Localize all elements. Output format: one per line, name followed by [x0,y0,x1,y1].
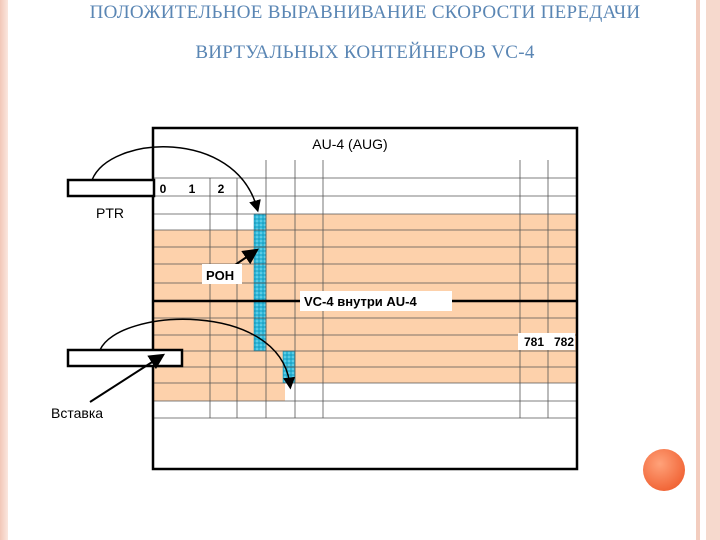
vc4-label-bg [300,291,452,311]
vc4-label: VC-4 внутри AU-4 [304,294,417,309]
ptr-box-lower [66,348,184,368]
au4-frame [151,126,579,471]
ptr-label: PTR [96,205,124,221]
slide-border-left [0,0,8,540]
slide-title-line2: ВИРТУАЛЬНЫХ КОНТЕЙНЕРОВ VC-4 [195,42,535,63]
au4-label: AU-4 (AUG) [312,136,387,152]
col-label-1: 1 [189,182,196,196]
poh-column [253,213,267,352]
frame-grid [153,160,577,419]
pointer-arrow-upper [91,146,261,213]
decorative-orange-circle [643,449,685,491]
ptr-box-upper [66,178,156,198]
insert-label: Вставка [51,405,103,421]
poh-label: POH [206,268,234,283]
slide-title-line1: ПОЛОЖИТЕЛЬНОЕ ВЫРАВНИВАНИЕ СКОРОСТИ ПЕРЕ… [89,2,641,23]
col-781-label: 781 [524,335,544,349]
pointer-arrow-lower [99,318,296,390]
insert-pointer-arrow [89,353,166,403]
col-label-2: 2 [218,182,225,196]
col-label-0: 0 [160,182,167,196]
col-782-label: 782 [554,335,574,349]
poh-label-bg [202,264,242,284]
slide-border-right [690,0,720,540]
col-781-782-bg [518,333,575,350]
